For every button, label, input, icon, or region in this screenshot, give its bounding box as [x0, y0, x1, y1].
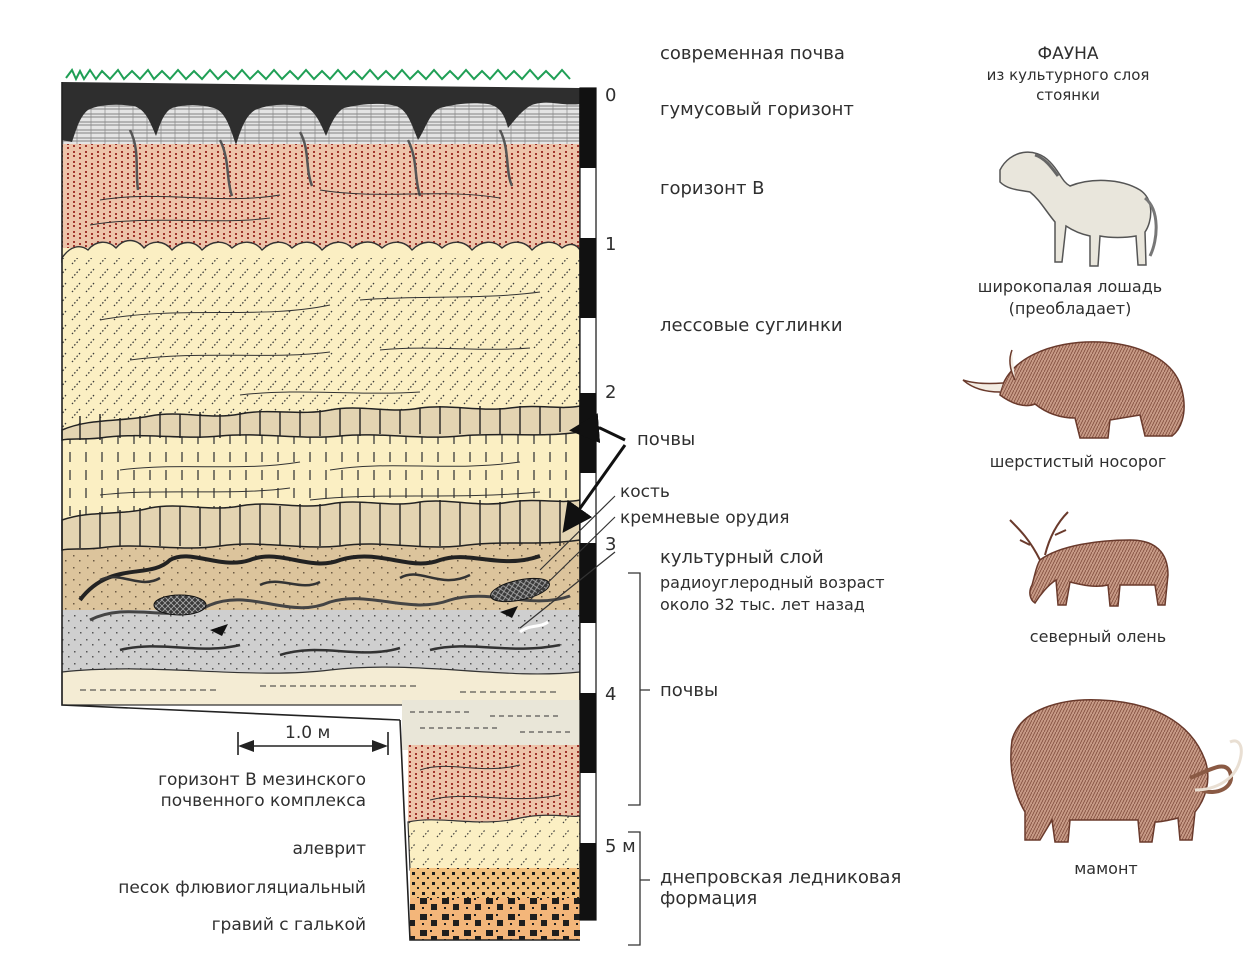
scale-tick-1: 1	[605, 234, 616, 255]
horse-illustration	[1000, 152, 1156, 266]
scale-tick-4: 4	[605, 684, 616, 705]
label-mezin-1: горизонт В мезинского	[158, 770, 366, 790]
sand-layer-fill	[410, 868, 580, 898]
reindeer-illustration	[1010, 512, 1168, 606]
label-bone: кость	[620, 482, 670, 502]
soils-bracket	[628, 573, 650, 805]
label-dnieper-2: формация	[660, 888, 757, 909]
scale-tick-0: 0	[605, 85, 616, 106]
scale-tick-2: 2	[605, 382, 616, 403]
grey-transition-fill	[402, 700, 580, 750]
label-soils-lower: почвы	[660, 680, 718, 701]
grass-line	[66, 70, 570, 79]
label-silt: алеврит	[292, 839, 366, 859]
woolly-rhino-illustration	[963, 342, 1184, 438]
label-radiocarbon-1: радиоуглеродный возраст	[660, 573, 885, 592]
bone-fragment	[154, 595, 206, 615]
meter-scale-label: 1.0 м	[285, 723, 330, 743]
label-cultural-layer: культурный слой	[660, 547, 824, 568]
fauna-subtitle-1: из культурного слоя	[987, 66, 1150, 84]
label-radiocarbon-2: около 32 тыс. лет назад	[660, 595, 865, 614]
gravel-layer-fill	[410, 898, 580, 940]
lower-section	[400, 700, 580, 940]
label-sand: песок флювиогляциальный	[118, 878, 366, 898]
reindeer-label: северный олень	[1030, 627, 1166, 646]
label-gravel: гравий с галькой	[212, 915, 366, 935]
label-horizon-b: горизонт В	[660, 178, 765, 199]
fauna-subtitle-2: стоянки	[1036, 86, 1100, 104]
label-dnieper-1: днепровская ледниковая	[660, 867, 901, 888]
horse-label-2: (преобладает)	[1009, 299, 1132, 318]
label-soils-upper: почвы	[637, 429, 695, 450]
mezin-horizon-b-fill	[408, 745, 580, 825]
section-column	[62, 70, 580, 720]
horse-label-1: широкопалая лошадь	[978, 277, 1162, 296]
fauna-title: ФАУНА	[1037, 44, 1098, 64]
label-humus-horizon: гумусовый горизонт	[660, 99, 854, 120]
cultural-layer-fill	[62, 540, 580, 620]
label-loess: лессовые суглинки	[660, 315, 843, 336]
label-flint-tools: кремневые орудия	[620, 508, 790, 528]
mammoth-label: мамонт	[1074, 859, 1138, 878]
horizon-b-layer	[62, 128, 580, 248]
label-modern-soil: современная почва	[660, 43, 845, 64]
mammoth-illustration	[1011, 700, 1241, 842]
scale-tick-5: 5 м	[605, 836, 636, 857]
label-mezin-2: почвенного комплекса	[161, 791, 366, 811]
rhino-label: шерстистый носорог	[990, 452, 1167, 471]
